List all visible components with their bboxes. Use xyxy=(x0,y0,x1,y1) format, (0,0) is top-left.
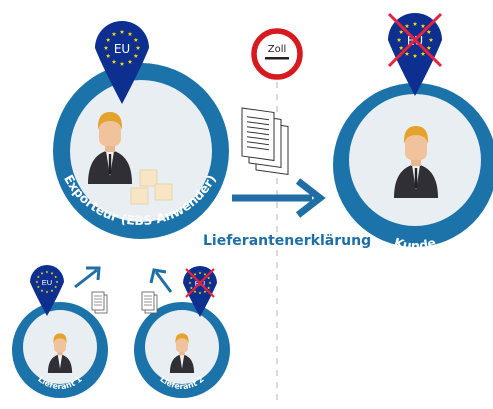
lieferant-1-pin-text: EU xyxy=(42,278,52,287)
person-icon xyxy=(394,126,438,198)
eu-star xyxy=(412,21,418,26)
eu-star xyxy=(420,51,426,56)
eu-star xyxy=(105,37,111,42)
eu-star xyxy=(127,59,133,64)
lieferant-1-arrow-icon xyxy=(74,268,98,289)
eu-location-pin-icon: EU xyxy=(95,21,149,104)
eu-star xyxy=(203,272,207,276)
eu-location-pin-icon: EU xyxy=(30,265,64,316)
eu-star xyxy=(203,290,207,293)
eu-star xyxy=(188,281,192,285)
eu-star xyxy=(54,275,58,279)
eu-star xyxy=(103,45,109,50)
eu-star xyxy=(412,53,418,58)
eu-star xyxy=(135,45,141,50)
eu-star xyxy=(426,45,432,50)
kunde-node: Kunde xyxy=(333,83,493,253)
eu-star xyxy=(127,31,133,36)
eu-star xyxy=(45,290,49,294)
eu-star xyxy=(50,271,54,275)
eu-stars-icon xyxy=(396,21,434,58)
eu-star xyxy=(404,51,410,56)
kunde-label: Kunde xyxy=(392,235,437,253)
eu-star xyxy=(133,37,139,42)
eu-star xyxy=(396,37,402,42)
flow-label: Lieferantenerklärung xyxy=(203,233,371,249)
lieferant-1-node: Lieferant 1 xyxy=(12,302,108,398)
person-icon xyxy=(47,333,73,373)
eu-star xyxy=(428,37,434,42)
eu-star xyxy=(105,53,111,58)
person-icon xyxy=(169,333,195,373)
eu-star xyxy=(133,53,139,58)
eu-stars-icon xyxy=(35,270,59,294)
eu-star xyxy=(193,290,197,293)
eu-location-pin-crossed-icon: EU xyxy=(183,266,217,317)
lieferant-2-arrow-icon xyxy=(154,271,173,293)
eu-star xyxy=(111,31,117,36)
eu-stars-icon xyxy=(188,271,212,295)
eu-star xyxy=(40,271,44,275)
eu-stars-icon xyxy=(103,29,141,66)
eu-star xyxy=(420,23,426,28)
eu-star xyxy=(426,29,432,34)
document-icon xyxy=(141,291,158,314)
eu-star xyxy=(198,271,202,275)
eu-star xyxy=(207,286,211,290)
eu-star xyxy=(119,61,125,66)
eu-star xyxy=(35,280,39,284)
eu-star xyxy=(54,285,58,289)
document-icon xyxy=(91,291,108,314)
flow-arrow-icon xyxy=(232,178,326,218)
eu-star xyxy=(189,286,193,290)
eu-star xyxy=(36,275,40,279)
eu-star xyxy=(119,29,125,34)
lieferant-2-node: Lieferant 2 xyxy=(134,302,230,398)
eu-star xyxy=(189,276,193,280)
eu-star xyxy=(50,289,54,292)
person-icon xyxy=(88,112,132,184)
eu-star xyxy=(193,272,197,276)
eu-star xyxy=(207,276,211,280)
eu-star xyxy=(36,285,40,289)
zoll-sign-icon: Zoll xyxy=(251,28,303,80)
eu-star xyxy=(398,29,404,34)
eu-location-pin-crossed-icon: EU xyxy=(387,12,443,96)
eu-star xyxy=(198,291,202,295)
exporteur-pin-text: EU xyxy=(114,42,130,56)
documents-icon xyxy=(241,107,289,176)
zoll-sign-text: Zoll xyxy=(268,44,287,55)
eu-star xyxy=(111,59,117,64)
svg-text:Kunde: Kunde xyxy=(392,235,437,253)
eu-star xyxy=(404,23,410,28)
exporteur-node: Exporteur (EBS Anwender) xyxy=(53,63,229,239)
eu-star xyxy=(55,280,59,284)
goods-boxes xyxy=(130,169,173,205)
eu-star xyxy=(45,270,49,274)
eu-star xyxy=(208,281,212,285)
eu-star xyxy=(398,45,404,50)
eu-star xyxy=(40,289,44,292)
